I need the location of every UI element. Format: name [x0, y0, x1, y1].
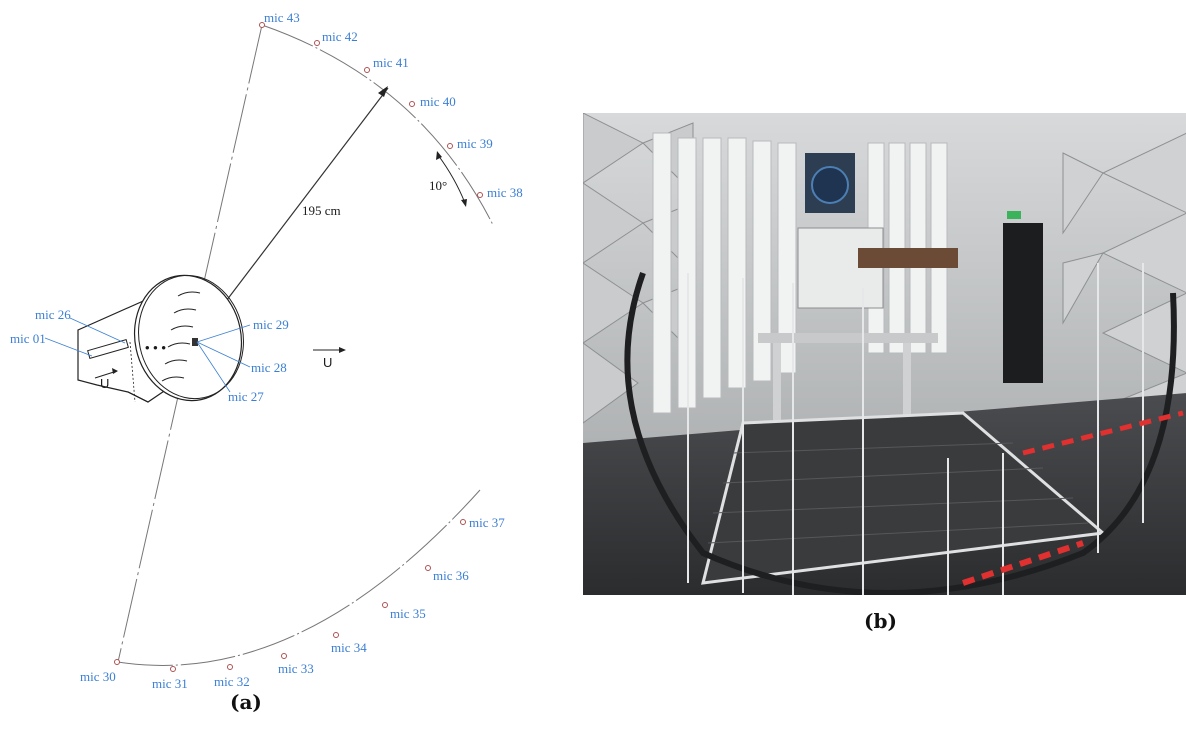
mic33-label: mic 33 [278, 661, 314, 676]
mic37: mic 37 [460, 515, 505, 530]
mic38: mic 38 [477, 185, 523, 200]
radius-arrowhead [378, 86, 388, 97]
mic43: mic 43 [259, 10, 300, 28]
vane-cascade [161, 291, 201, 382]
turntable-circle-inner [138, 274, 244, 400]
flow-label-outer: U [323, 355, 332, 370]
angle-arc [437, 154, 466, 204]
mic36: mic 36 [425, 565, 469, 583]
mic34-label: mic 34 [331, 640, 367, 655]
angle-arrowhead-bottom [461, 199, 467, 207]
mic32-label: mic 32 [214, 674, 250, 689]
angle-arrowhead-top [436, 151, 442, 160]
mic28-leader [196, 341, 251, 368]
nozzle-lip [127, 391, 149, 403]
mic27-label: mic 27 [228, 389, 264, 404]
mic35: mic 35 [382, 602, 426, 621]
dots: • • • [145, 340, 166, 355]
caption-a: (a) [230, 690, 262, 714]
mic42-label: mic 42 [322, 29, 358, 44]
mic34: mic 34 [331, 632, 367, 655]
mic26-leader [69, 317, 126, 344]
mic26-label: mic 26 [35, 307, 71, 322]
mic33: mic 33 [278, 653, 314, 676]
mic43-label: mic 43 [264, 10, 300, 25]
mic30: mic 30 [80, 659, 120, 684]
mic31-label: mic 31 [152, 676, 188, 691]
mic29-label: mic 29 [253, 317, 289, 332]
mic01-leader [44, 337, 93, 357]
mic39: mic 39 [447, 136, 493, 151]
mic30-label: mic 30 [80, 669, 116, 684]
flow-label-inner: U [100, 376, 109, 391]
mic42: mic 42 [314, 29, 358, 46]
flow-arrowhead-outer [339, 347, 346, 353]
mic41-label: mic 41 [373, 55, 409, 70]
mic39-label: mic 39 [457, 136, 493, 151]
upper-arc [261, 24, 494, 226]
lower-arc [117, 489, 481, 666]
probe-mount [192, 338, 198, 346]
mic29-leader [196, 324, 251, 343]
mic27-leader [196, 341, 231, 393]
anechoic-chamber-photo [583, 113, 1186, 595]
mic36-label: mic 36 [433, 568, 469, 583]
photo-illustration [583, 113, 1186, 595]
mic28-label: mic 28 [251, 360, 287, 375]
mic35-label: mic 35 [390, 606, 426, 621]
mic-strip [87, 339, 129, 359]
mic40-label: mic 40 [420, 94, 456, 109]
mic41: mic 41 [364, 55, 409, 73]
mic31: mic 31 [152, 666, 188, 691]
caption-b: (b) [864, 609, 897, 633]
mic01-label: mic 01 [10, 331, 46, 346]
flow-arrowhead-inner [112, 368, 118, 374]
mic38-label: mic 38 [487, 185, 523, 200]
mic37-label: mic 37 [469, 515, 505, 530]
radius-label: 195 cm [302, 203, 341, 218]
mic32: mic 32 [214, 664, 250, 689]
mic40: mic 40 [409, 94, 456, 109]
angle-label: 10° [429, 178, 447, 193]
